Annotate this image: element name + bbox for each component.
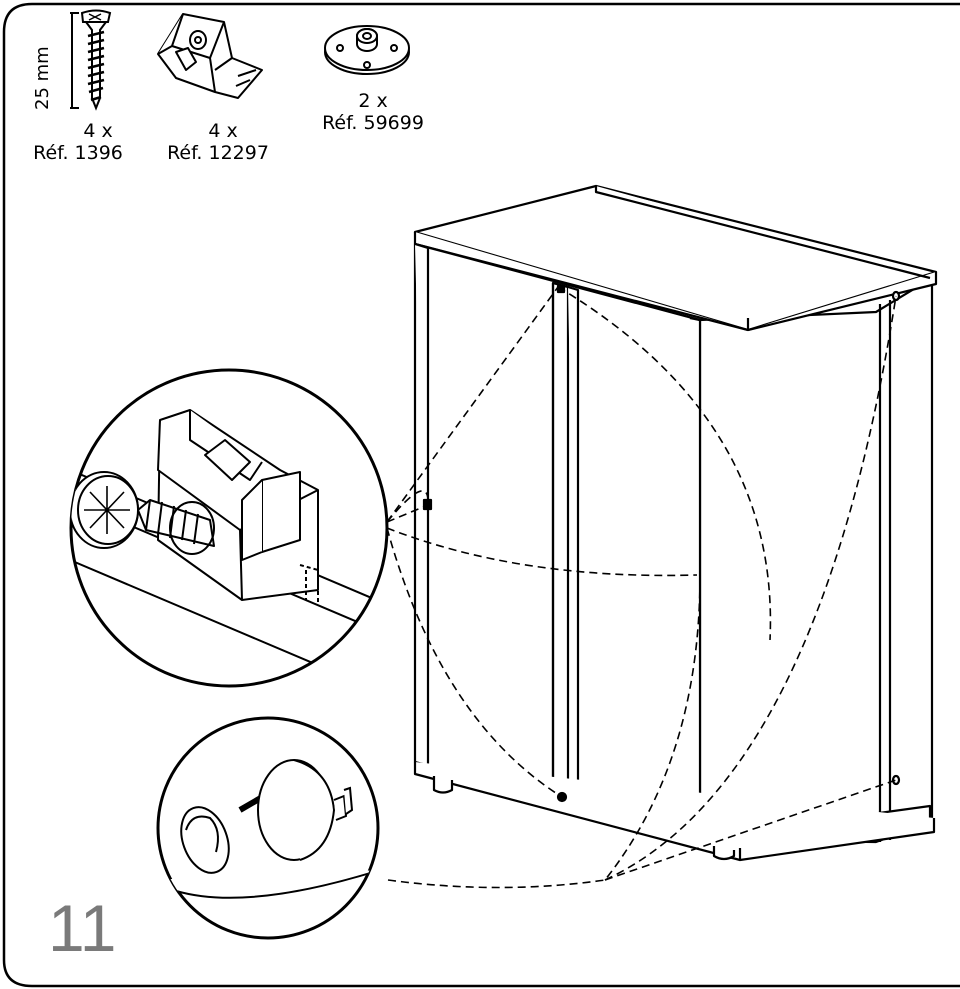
detail-circle-glide bbox=[156, 716, 380, 940]
detail-circle-clip bbox=[69, 368, 389, 688]
step-number: 11 bbox=[48, 891, 117, 965]
shelf-clip-icon bbox=[157, 13, 263, 99]
clip-part-label: 4 x Réf. 12297 bbox=[167, 120, 278, 164]
glide-part-label: 2 x Réf. 59699 bbox=[318, 90, 428, 134]
glide-ref: Réf. 59699 bbox=[322, 112, 424, 134]
screw-part-label: 4 x Réf. 1396 bbox=[33, 120, 148, 164]
screw-quantity: 4 x bbox=[83, 120, 113, 142]
glide-quantity: 2 x bbox=[358, 90, 388, 112]
cabinet-illustration bbox=[413, 184, 938, 862]
clip-quantity: 4 x bbox=[208, 120, 238, 142]
clip-ref: Réf. 12297 bbox=[167, 142, 269, 164]
glide-foot-icon bbox=[324, 25, 410, 75]
callout-leader-lines bbox=[386, 286, 897, 889]
screw-ref: Réf. 1396 bbox=[33, 142, 123, 164]
screw-length-label: 25 mm bbox=[32, 46, 53, 110]
screw-icon bbox=[70, 9, 112, 111]
